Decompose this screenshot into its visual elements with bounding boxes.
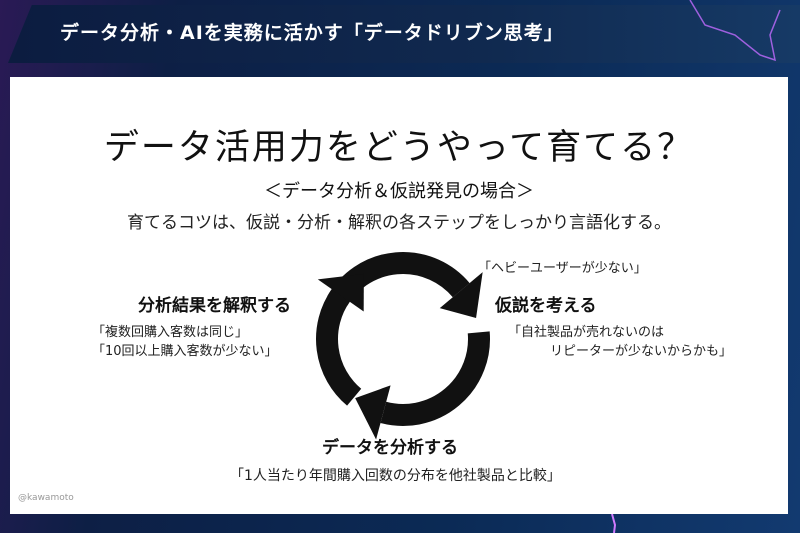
credit: @kawamoto (18, 493, 74, 503)
cycle-diagram (316, 252, 490, 440)
slide-subtitle: ＜データ分析＆仮説発見の場合＞ (264, 181, 534, 202)
header-title: データ分析・AIを実務に活かす「データドリブン思考」 (60, 22, 564, 44)
step-interpret-label: 分析結果を解釈する (138, 296, 291, 316)
hypothesis-quote: 「ヘビーユーザーが少ない」 (478, 261, 647, 276)
step-analyze-label: データを分析する (322, 438, 458, 458)
arrow-to-analysis-icon (355, 331, 490, 440)
interpret-line-2: 「10回以上購入客数が少ない」 (92, 344, 278, 359)
step-hypothesis-label: 仮説を考える (495, 296, 597, 316)
slide-panel: データ活用力をどうやって育てる？ ＜データ分析＆仮説発見の場合＞ 育てるコツは、… (10, 77, 788, 514)
interpret-line-1: 「複数回購入客数は同じ」 (92, 325, 249, 340)
arrow-to-interpretation-icon (316, 273, 364, 406)
analyze-line-1: 「1人当たり年間購入回数の分布を他社製品と比較」 (230, 468, 561, 484)
hypothesis-line-2: リピーターが少ないからかも」 (550, 344, 733, 359)
slide-title: データ活用力をどうやって育てる？ (103, 128, 695, 168)
slide-lead: 育てるコツは、仮説・分析・解釈の各ステップをしっかり言語化する。 (127, 213, 671, 233)
hypothesis-line-1: 「自社製品が売れないのは (508, 325, 665, 340)
header-bar (8, 5, 800, 63)
